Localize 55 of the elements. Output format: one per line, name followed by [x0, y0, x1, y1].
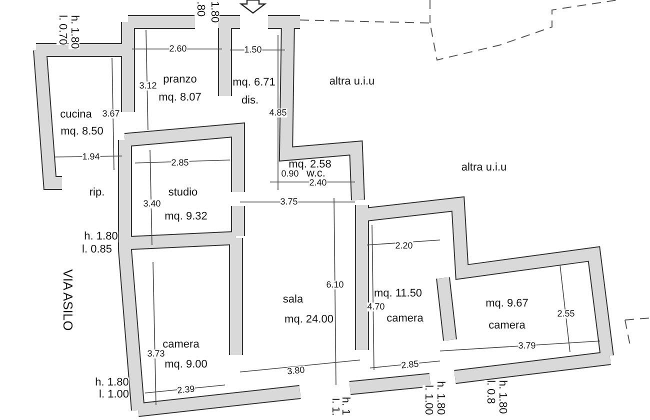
street-name: VIA ASILO — [62, 269, 74, 331]
dimension-value: 3.75 — [280, 198, 298, 206]
dimension-value: 2.40 — [309, 178, 327, 188]
room-label: mq. 9.67 — [486, 298, 528, 310]
room-label: rip. — [89, 188, 105, 198]
dimension-value: 2.39 — [176, 384, 196, 396]
opening-size-label: l. 0.8 — [484, 380, 496, 404]
dimension-value: 4.70 — [367, 302, 385, 312]
dimension-value: 0.90 — [281, 170, 299, 178]
dimension-value: 2.55 — [557, 310, 575, 318]
room-label: w.c. — [306, 168, 326, 180]
dimension-value: 3.40 — [143, 200, 161, 208]
dimension-value: 3.80 — [286, 366, 306, 376]
dimension-value: 3.67 — [102, 110, 120, 118]
room-label: dis. — [241, 96, 259, 106]
dimension-value: 2.85 — [171, 158, 189, 168]
room-label: pranzo — [163, 74, 197, 86]
dimension-value: 2.20 — [395, 242, 413, 250]
room-label: mq. 9.32 — [164, 212, 208, 222]
opening-size-label: 1.80 — [208, 1, 220, 23]
opening-size-label: h. 1.80 — [84, 232, 118, 242]
opening-size-label: h. 1.80 — [95, 378, 129, 388]
room-label: altra u.i.u — [329, 76, 375, 88]
dimension-value: 2.60 — [169, 44, 187, 54]
dimension-value: 3.79 — [518, 342, 536, 350]
room-label: camera — [488, 320, 526, 332]
opening-size-label: l. 0.85 — [82, 244, 112, 256]
room-label: cucina — [60, 110, 92, 120]
room-label: sala — [282, 294, 304, 306]
room-label: mq. 24.00 — [284, 314, 334, 326]
room-label: altra u.i.u — [461, 162, 507, 174]
dimension-value: 3.73 — [147, 350, 165, 358]
opening-size-label: h. 1 — [340, 396, 350, 416]
room-label: mq. 6.71 — [232, 78, 276, 88]
room-label: mq. 11.50 — [374, 288, 422, 300]
dimension-value: 3.12 — [139, 82, 157, 90]
opening-size-label: l. 1.00 — [422, 385, 434, 415]
dimension-value: 1.50 — [244, 46, 262, 54]
room-label: mq. 8.07 — [158, 92, 202, 104]
dimension-value: 2.85 — [400, 360, 420, 370]
opening-size-label: h. 1.80 — [68, 15, 80, 49]
dimension-value: 1.94 — [82, 152, 100, 162]
opening-size-label: h. 1.80 — [434, 381, 446, 415]
room-label: camera — [386, 314, 424, 324]
room-label: mq. 8.50 — [60, 126, 104, 138]
opening-size-label: .80 — [194, 1, 206, 17]
opening-size-label: h. 1.80 — [496, 380, 508, 414]
opening-size-label: l. 1.00 — [99, 390, 129, 400]
dimension-value: 4.85 — [269, 108, 287, 118]
room-label: studio — [168, 188, 198, 198]
dimension-value: 6.10 — [326, 280, 344, 290]
opening-size-label: l. 0.70 — [56, 15, 68, 45]
room-label: mq. 2.58 — [288, 160, 332, 170]
room-label: mq. 9.00 — [164, 360, 208, 370]
room-label: camera — [162, 340, 200, 350]
